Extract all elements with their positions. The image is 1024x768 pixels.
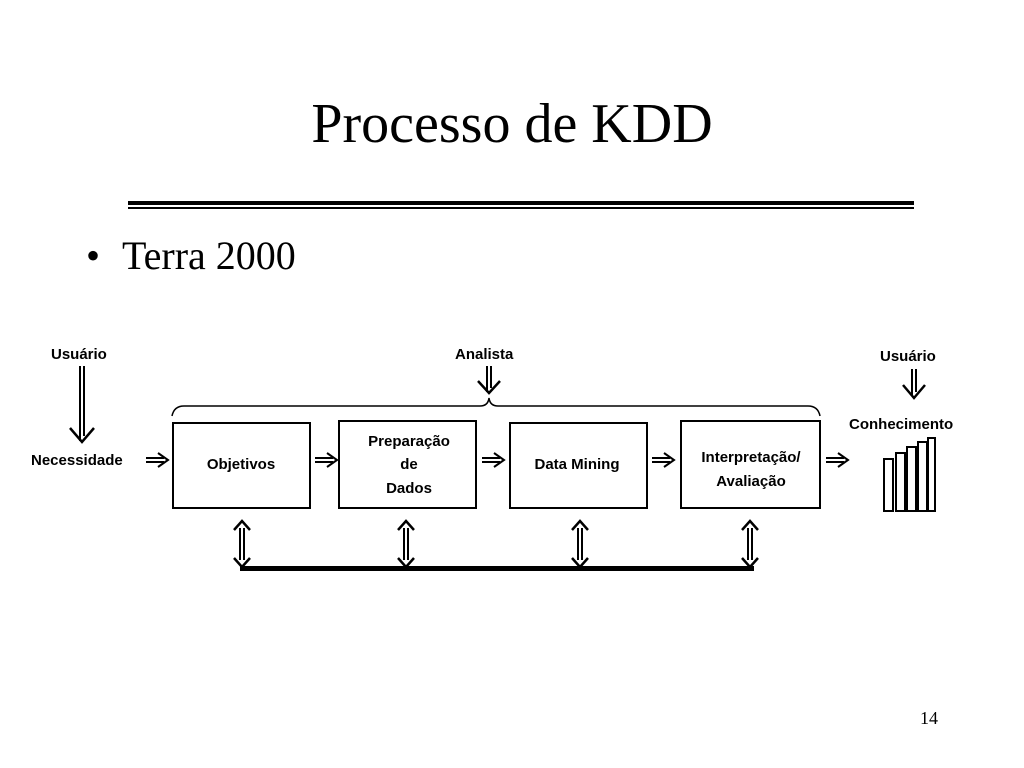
page-number: 14 xyxy=(920,708,938,728)
flow-arrow-1 xyxy=(315,452,339,468)
slide-title: Processo de KDD xyxy=(311,93,713,155)
knowledge-label: Conhecimento xyxy=(849,416,953,433)
bullet-text: Terra 2000 xyxy=(122,233,296,278)
feedback-arrow-4 xyxy=(741,519,759,569)
feedback-arrow-2 xyxy=(397,519,415,569)
need-to-objectives-arrow xyxy=(146,452,170,468)
step-preparation-line2: de xyxy=(400,456,418,473)
analyst-arrow xyxy=(477,366,501,395)
title-rule-thin xyxy=(128,207,914,209)
step-preparation-line1: Preparação xyxy=(368,433,450,450)
need-label: Necessidade xyxy=(31,452,123,469)
analyst-brace xyxy=(171,397,821,417)
step-interpretation-line1: Interpretação/ xyxy=(701,449,801,466)
flow-arrow-4 xyxy=(826,452,850,468)
step-preparation-line3: Dados xyxy=(386,480,432,497)
step-box-preparation xyxy=(338,420,477,509)
step-interpretation-line2: Avaliação xyxy=(716,473,786,490)
user-out-label: Usuário xyxy=(880,348,936,365)
flow-arrow-2 xyxy=(482,452,506,468)
step-data-mining-label: Data Mining xyxy=(535,456,620,473)
feedback-bar xyxy=(240,566,754,571)
knowledge-bars-icon xyxy=(883,437,936,512)
step-box-objectives xyxy=(172,422,311,509)
flow-arrow-3 xyxy=(652,452,676,468)
bullet-dot-icon: • xyxy=(86,233,101,278)
analyst-label: Analista xyxy=(455,346,514,363)
title-rule-thick xyxy=(128,201,914,205)
step-objectives-label: Objetivos xyxy=(207,456,275,473)
user-need-arrowhead xyxy=(69,427,95,444)
user-knowledge-arrow xyxy=(902,369,926,400)
step-box-interpretation xyxy=(680,420,821,509)
feedback-arrow-1 xyxy=(233,519,251,569)
feedback-arrow-3 xyxy=(571,519,589,569)
user-in-label: Usuário xyxy=(51,346,107,363)
bullet-item: • Terra 2000 xyxy=(86,236,296,276)
step-box-data-mining xyxy=(509,422,648,509)
